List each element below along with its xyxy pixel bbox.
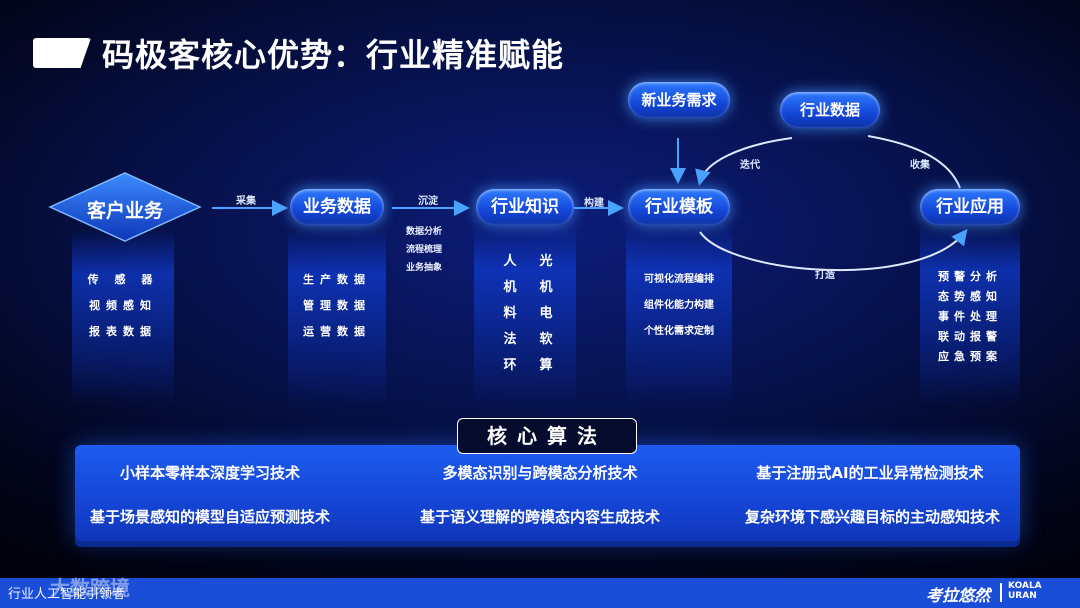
footer-bar [0,578,1080,608]
label-collect: 采集 [236,192,256,207]
list-item: 预警分析 [920,267,1020,287]
node-new-demand: 新业务需求 [628,82,730,118]
watermark: 大数跨境 [50,572,130,601]
node-industry-data: 行业数据 [780,92,880,128]
deposit-note: 数据分析 [406,223,442,241]
brand-divider [1000,583,1002,602]
list-item: 机 [498,275,522,301]
deposit-note: 流程梳理 [406,241,442,259]
algorithm-item: 小样本零样本深度学习技术 [80,462,340,483]
list-item: 报表数据 [72,319,174,345]
template-items: 可视化流程编排 组件化能力构建 个性化需求定制 [626,267,732,345]
biz-data-items: 生产数据 管理数据 运营数据 [288,267,386,345]
list-item: 应急预案 [920,347,1020,367]
list-item: 法 [498,327,522,353]
algorithm-item: 基于语义理解的跨模态内容生成技术 [400,506,680,527]
list-item: 传 感 器 [72,267,174,293]
list-item: 电 [534,301,558,327]
list-item: 事件处理 [920,307,1020,327]
node-industry-application: 行业应用 [920,189,1020,225]
list-item: 机 [534,275,558,301]
list-item: 组件化能力构建 [626,293,732,319]
deposit-note: 业务抽象 [406,259,442,277]
list-item: 环 [498,353,522,379]
arrow-create [700,232,965,270]
node-customer-label: 客户业务 [50,196,200,223]
list-item: 料 [498,301,522,327]
label-gather: 收集 [910,156,930,171]
algorithm-item: 复杂环境下感兴趣目标的主动感知技术 [725,506,1020,527]
list-item: 个性化需求定制 [626,319,732,345]
list-item: 人 [498,249,522,275]
application-items: 预警分析 态势感知 事件处理 联动报警 应急预案 [920,267,1020,367]
node-industry-knowledge: 行业知识 [476,189,574,225]
list-item: 软 [534,327,558,353]
list-item: 态势感知 [920,287,1020,307]
label-iterate: 迭代 [740,156,760,171]
knowledge-left-items: 人 机 料 法 环 [498,249,522,379]
node-biz-data: 业务数据 [290,189,384,225]
algorithm-item: 基于场景感知的模型自适应预测技术 [70,506,350,527]
deposit-notes: 数据分析 流程梳理 业务抽象 [406,223,442,277]
list-item: 联动报警 [920,327,1020,347]
algorithm-item: 基于注册式AI的工业异常检测技术 [735,462,1005,483]
core-algorithm-title: 核心算法 [457,418,637,454]
customer-items: 传 感 器 视频感知 报表数据 [72,267,174,345]
label-build: 构建 [584,194,604,209]
list-item: 生产数据 [288,267,386,293]
knowledge-right-items: 光 机 电 软 算 [534,249,558,379]
list-item: 管理数据 [288,293,386,319]
brand-logo-en: KOALA URAN [1008,581,1042,601]
list-item: 运营数据 [288,319,386,345]
label-deposit: 沉淀 [418,192,438,207]
list-item: 光 [534,249,558,275]
brand-logo-cn: 考拉悠然 [926,582,990,606]
label-create: 打造 [815,266,835,281]
list-item: 视频感知 [72,293,174,319]
node-industry-template: 行业模板 [628,189,730,225]
list-item: 可视化流程编排 [626,267,732,293]
algorithm-item: 多模态识别与跨模态分析技术 [405,462,675,483]
list-item: 算 [534,353,558,379]
